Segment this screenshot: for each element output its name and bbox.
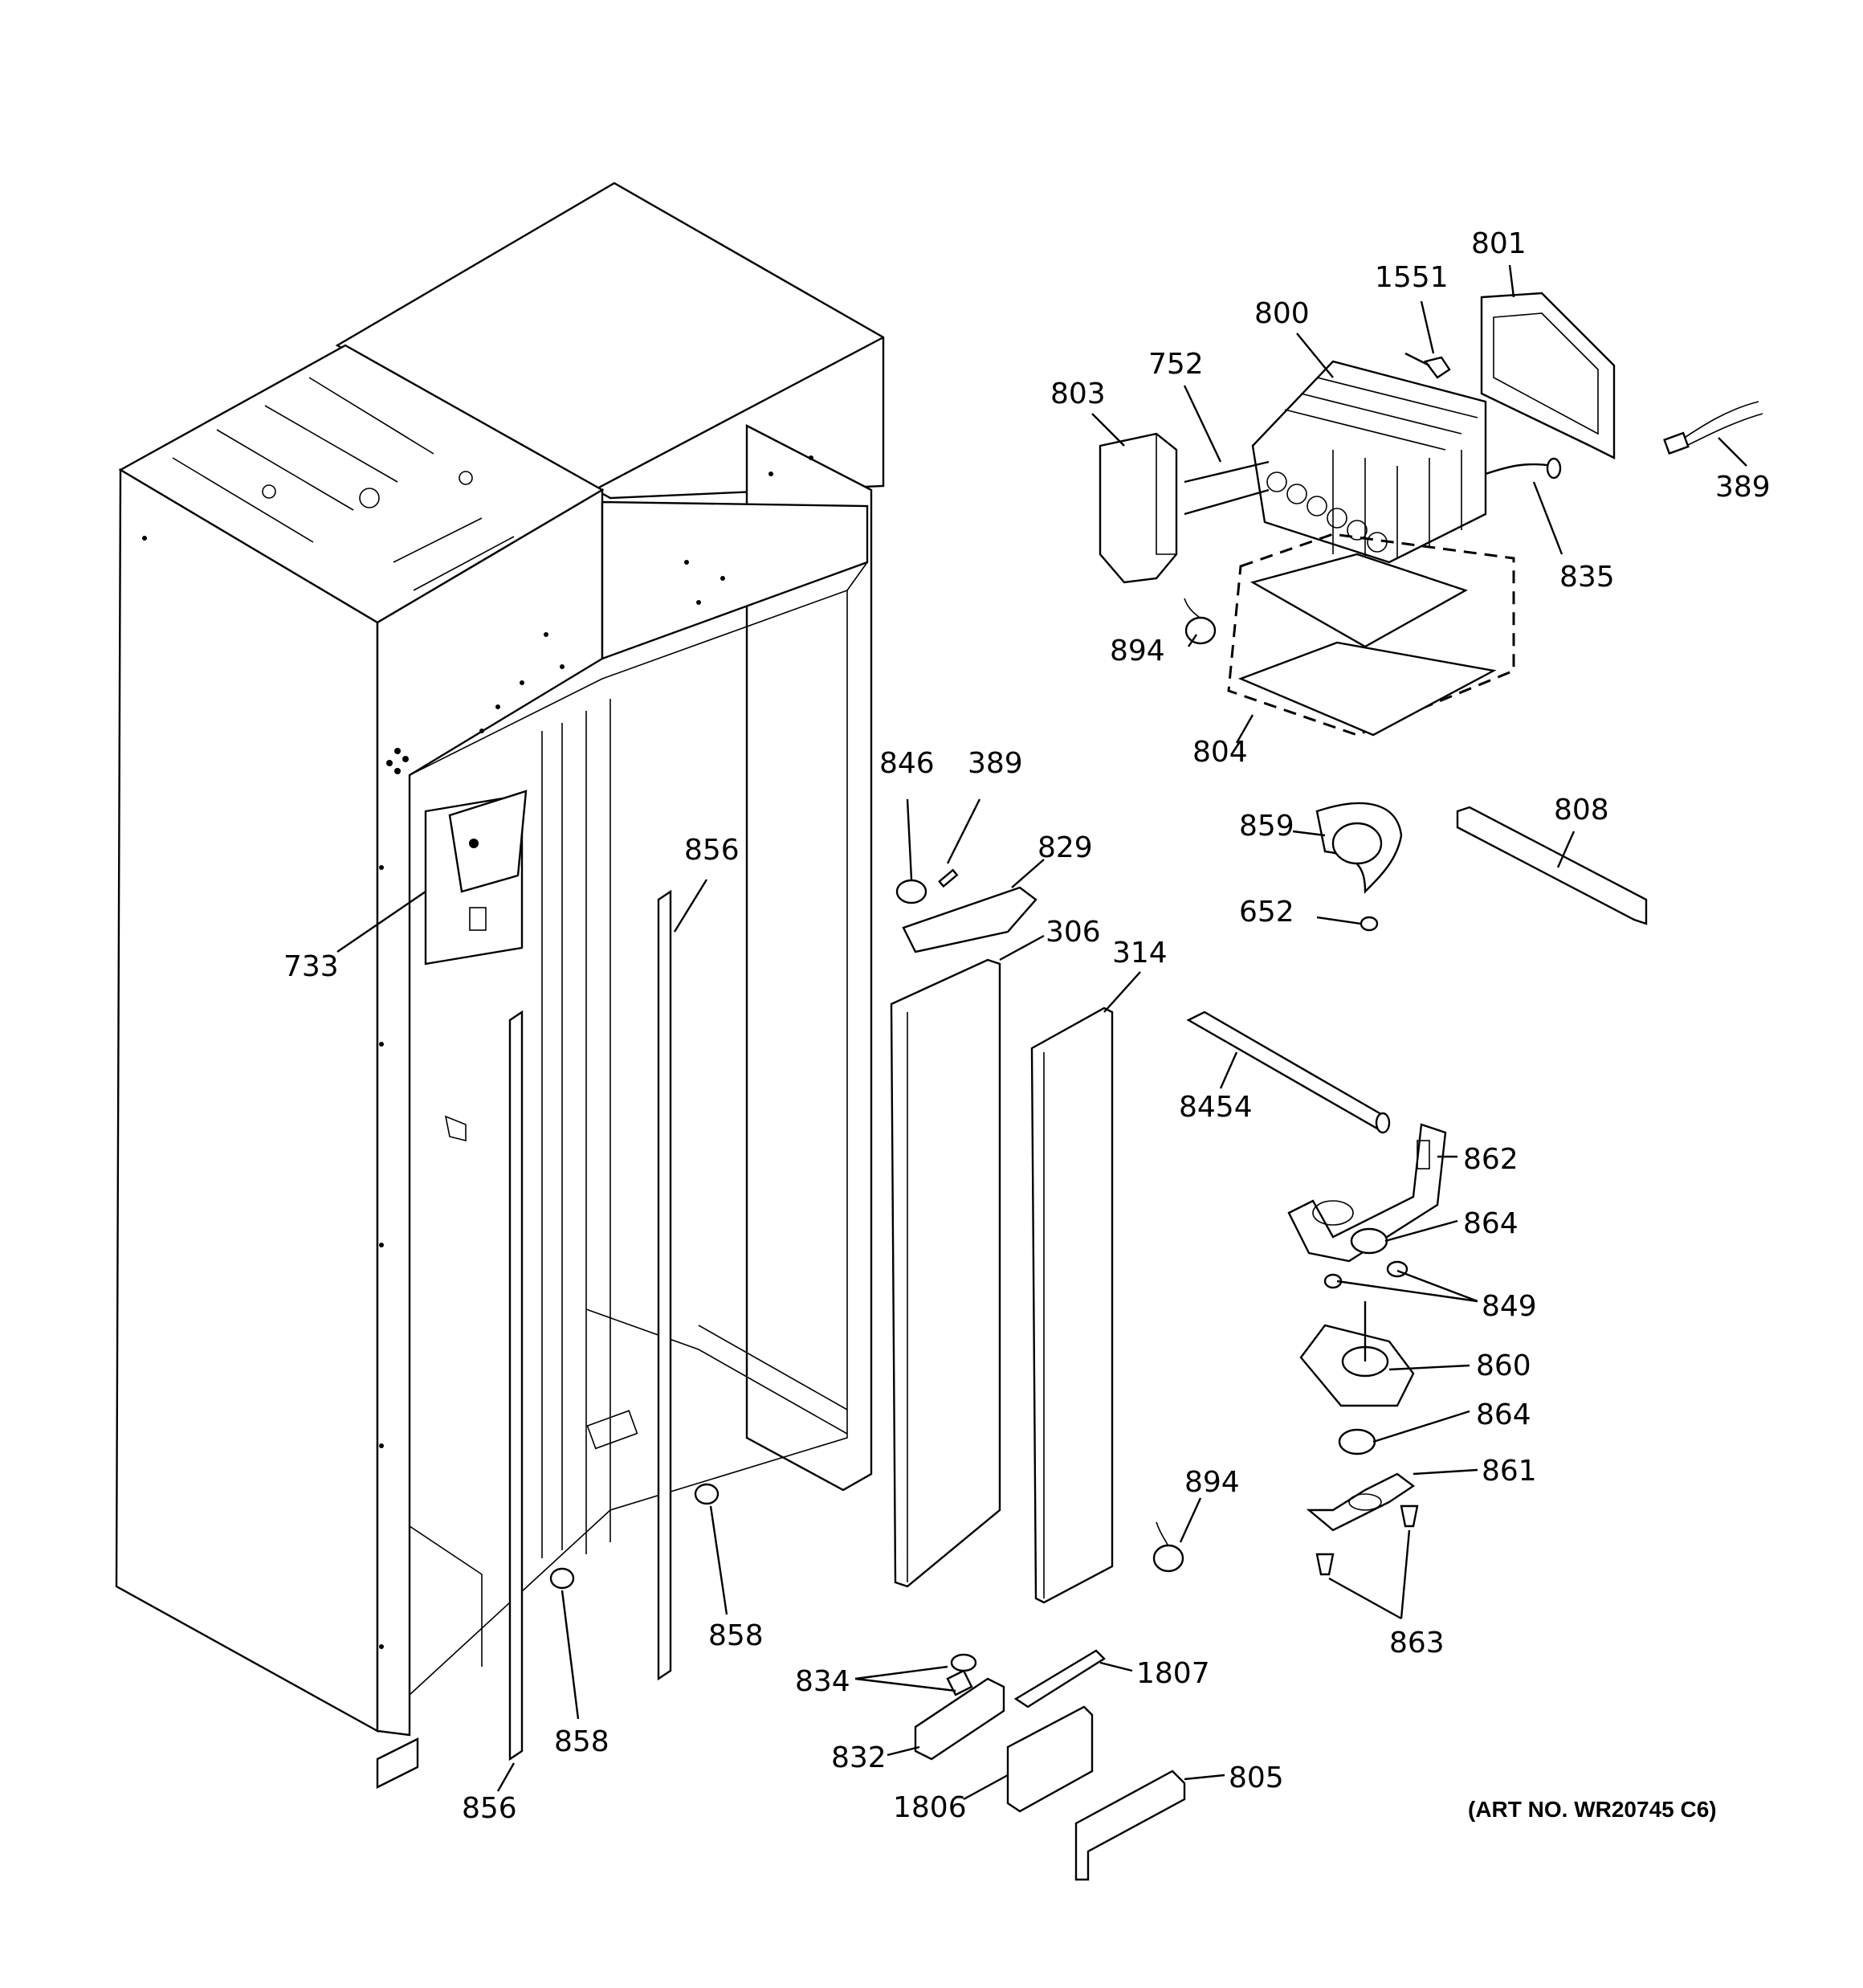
evaporator-assembly <box>1099 292 1763 737</box>
callout-849: 849 <box>1482 1290 1537 1323</box>
callout-752: 752 <box>1148 348 1204 381</box>
callout-856-bot: 856 <box>462 1792 517 1825</box>
callout-858-right: 858 <box>708 1619 764 1652</box>
callout-859: 859 <box>1239 810 1294 843</box>
callout-314: 314 <box>1112 937 1168 970</box>
callout-846: 846 <box>879 747 935 780</box>
callout-856-top: 856 <box>684 834 740 867</box>
art-number: (ART NO. WR20745 C6) <box>1468 1797 1717 1822</box>
callout-306: 306 <box>1046 916 1101 949</box>
callout-860: 860 <box>1476 1349 1531 1382</box>
callout-leader-lines <box>336 264 1747 1801</box>
callout-862: 862 <box>1463 1143 1519 1176</box>
callout-894-top: 894 <box>1110 635 1165 667</box>
callout-804: 804 <box>1192 736 1248 769</box>
callout-1551: 1551 <box>1375 261 1449 294</box>
callout-861: 861 <box>1482 1455 1537 1488</box>
callout-858-left: 858 <box>554 1725 609 1758</box>
callout-864-top: 864 <box>1463 1207 1519 1240</box>
callout-829: 829 <box>1037 831 1093 864</box>
callout-808: 808 <box>1554 794 1609 827</box>
callout-805: 805 <box>1229 1761 1284 1794</box>
callout-832: 832 <box>831 1741 887 1774</box>
refrigerator-cabinet <box>115 182 885 1789</box>
callout-733: 733 <box>283 950 339 983</box>
fan-assembly <box>895 802 1648 1576</box>
callout-800: 800 <box>1254 297 1310 330</box>
callout-labels: 801 1551 800 752 803 389 835 894 804 846… <box>283 227 1771 1825</box>
callout-834: 834 <box>795 1665 850 1698</box>
callout-801: 801 <box>1471 227 1527 260</box>
callout-1807: 1807 <box>1136 1657 1210 1690</box>
callout-652: 652 <box>1239 896 1294 929</box>
callout-863: 863 <box>1389 1627 1445 1659</box>
door-side-parts <box>508 889 1186 1881</box>
callout-1806: 1806 <box>893 1791 967 1824</box>
callout-864-bot: 864 <box>1476 1398 1531 1431</box>
callout-8454: 8454 <box>1179 1091 1253 1124</box>
callout-389-top: 389 <box>1715 471 1771 504</box>
callout-835: 835 <box>1559 561 1615 594</box>
callout-389-mid: 389 <box>968 747 1023 780</box>
callout-894-bot: 894 <box>1184 1466 1240 1499</box>
callout-803: 803 <box>1050 378 1106 410</box>
